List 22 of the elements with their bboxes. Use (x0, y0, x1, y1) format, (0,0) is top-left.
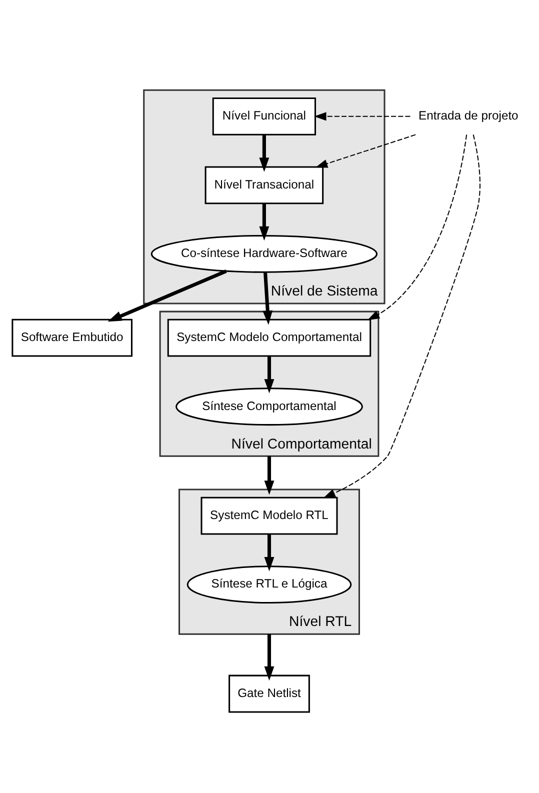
arrow (264, 534, 274, 571)
arrow (264, 634, 274, 680)
node-box: SystemC Modelo Comportamental (167, 318, 372, 356)
arrow (264, 356, 274, 393)
arrow (259, 134, 270, 172)
arrow (315, 134, 416, 168)
node-ellipse: Síntese Comportamental (176, 387, 363, 426)
node-ellipse: Síntese RTL e Lógica (186, 565, 352, 604)
node-box: Nível Funcional (212, 96, 316, 135)
node-box: Nível Transacional (204, 166, 324, 204)
arrow (264, 456, 274, 494)
arrow (323, 134, 480, 498)
node-box: Gate Netlist (228, 674, 310, 712)
node-box: Software Embutido (12, 318, 132, 356)
node-text: Entrada de projeto (418, 108, 518, 122)
node-box: SystemC Modelo RTL (200, 496, 338, 534)
arrow (262, 272, 273, 324)
node-ellipse: Co-síntese Hardware-Software (150, 234, 378, 272)
arrow (259, 203, 270, 240)
arrow (367, 134, 468, 320)
arrow (108, 269, 227, 322)
arrow (314, 112, 410, 120)
